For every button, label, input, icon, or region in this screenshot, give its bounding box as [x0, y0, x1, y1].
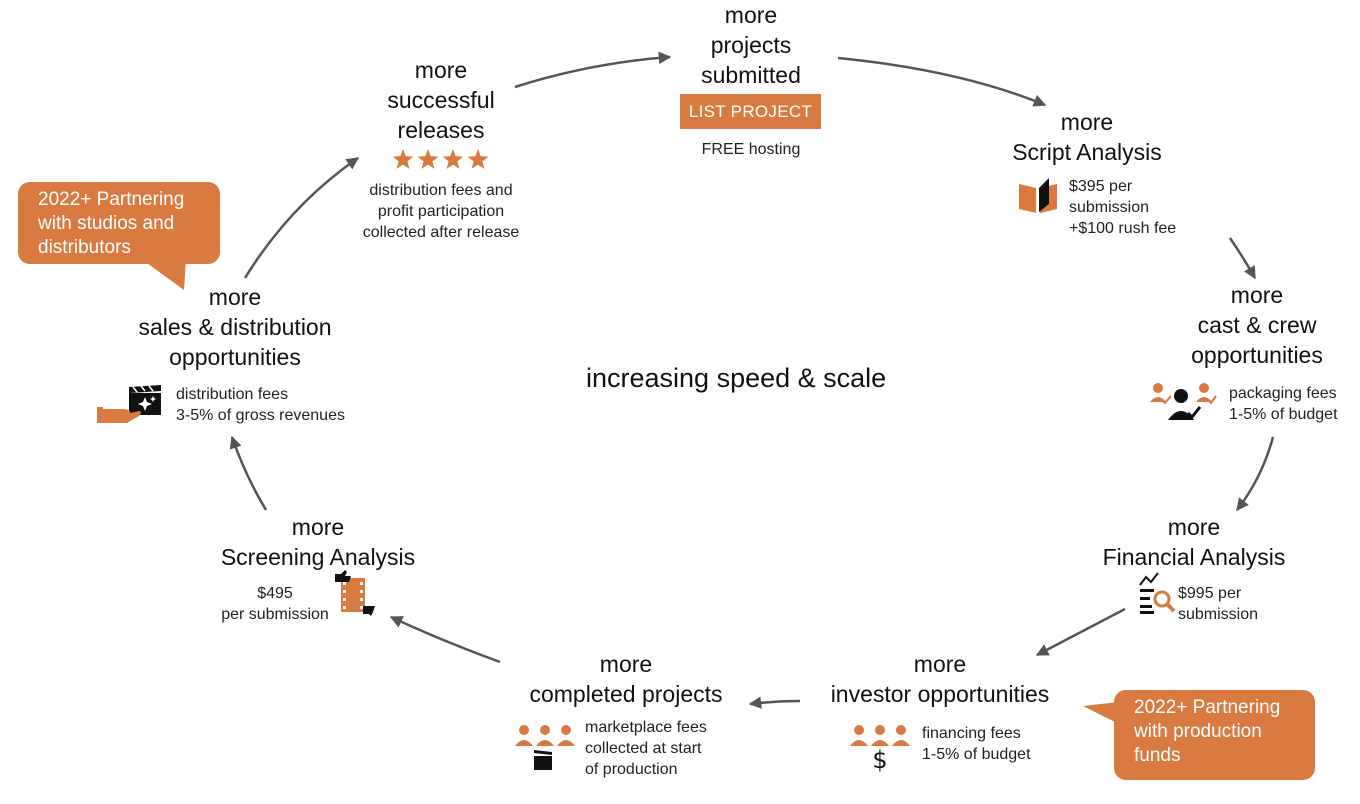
arrow-projects-to-script [837, 56, 1047, 107]
callout-funds-line-2: with production [1134, 721, 1262, 742]
cast-head-line-1: more [1230, 282, 1284, 308]
arrow-completed-to-screening [389, 615, 501, 664]
releases-head-line-3: releases [397, 117, 485, 143]
arrow-sales-to-releases [243, 156, 360, 279]
investor-head-line-1: more [913, 651, 967, 677]
investor-group-dollar-icon: $ [850, 725, 910, 774]
projects-node-heading: more projects submitted [651, 0, 851, 90]
investor-head-line-2: investor opportunities [830, 681, 1050, 707]
callout-studios-line-2: with studios and [38, 213, 175, 234]
investor-note: financing fees 1-5% of budget [922, 723, 1031, 765]
script-note-line-3: +$100 rush fee [1069, 220, 1177, 237]
arrow-releases-to-projects [514, 51, 672, 89]
star-icon [392, 149, 414, 169]
sales-head-line-3: opportunities [169, 344, 301, 370]
completed-note-line-3: of production [585, 761, 678, 778]
screening-note: $495 per submission [195, 583, 355, 625]
completed-node-heading: more completed projects [496, 649, 756, 709]
star-icon [442, 149, 464, 169]
film-thumbs-icon [335, 570, 375, 616]
screening-head-line-1: more [291, 514, 345, 540]
cast-note: packaging fees 1-5% of budget [1229, 383, 1338, 425]
projects-head-line-3: submitted [701, 62, 801, 88]
sales-head-line-1: more [208, 284, 262, 310]
screening-head-line-2: Screening Analysis [220, 544, 416, 570]
script-note-line-1: $395 per [1069, 178, 1133, 195]
callout-studios: 2022+ Partnering with studios and distri… [18, 182, 220, 264]
center-label: increasing speed & scale [586, 363, 887, 393]
releases-note-line-2: profit participation [377, 203, 505, 220]
callout-funds-line-3: funds [1134, 745, 1181, 766]
releases-head-line-2: successful [387, 87, 495, 113]
star-icon [417, 149, 439, 169]
cast-crew-people-icon [1150, 383, 1217, 420]
cast-note-line-2: 1-5% of budget [1229, 406, 1338, 423]
script-node-heading: more Script Analysis [987, 107, 1187, 167]
financial-note-line-1: $995 per [1178, 585, 1242, 602]
script-note: $395 per submission +$100 rush fee [1069, 176, 1176, 239]
arrow-script-to-cast [1228, 237, 1257, 280]
script-head-line-2: Script Analysis [1012, 139, 1162, 165]
cast-head-line-3: opportunities [1191, 342, 1323, 368]
callout-studios-tail [140, 258, 186, 290]
financial-head-line-1: more [1167, 514, 1221, 540]
completed-head-line-1: more [599, 651, 653, 677]
open-book-icon [1019, 178, 1057, 213]
releases-note-line-1: distribution fees and [369, 182, 513, 199]
investor-node-heading: more investor opportunities [800, 649, 1080, 709]
callout-studios-line-3: distributors [38, 237, 131, 258]
releases-note-line-3: collected after release [362, 224, 520, 241]
star-icon [467, 149, 489, 169]
financial-note-line-2: submission [1178, 606, 1259, 623]
sales-node-heading: more sales & distribution opportunities [115, 282, 355, 372]
team-clapperboard-icon [515, 725, 575, 770]
script-head-line-1: more [1060, 109, 1114, 135]
callout-studios-line-1: 2022+ Partnering [38, 189, 185, 210]
sales-note: distribution fees 3-5% of gross revenues [176, 384, 345, 426]
financial-head-line-2: Financial Analysis [1102, 544, 1286, 570]
arrow-financial-to-investor [1035, 607, 1126, 657]
four-stars-icon [392, 149, 489, 169]
hand-clapperboard-icon [97, 385, 161, 423]
completed-note-line-1: marketplace fees [585, 719, 707, 736]
screening-note-line-2: per submission [221, 606, 329, 623]
arrow-cast-to-financial [1236, 436, 1275, 511]
sales-note-line-1: distribution fees [176, 386, 289, 403]
callout-funds: 2022+ Partnering with production funds [1114, 690, 1315, 780]
screening-note-line-1: $495 [257, 585, 293, 602]
releases-note: distribution fees and profit participati… [331, 180, 551, 243]
arrow-investor-to-completed [748, 696, 801, 709]
cast-node-heading: more cast & crew opportunities [1157, 280, 1357, 370]
financial-analysis-icon [1139, 572, 1176, 614]
cast-head-line-2: cast & crew [1197, 312, 1317, 338]
investor-note-line-1: financing fees [922, 725, 1021, 742]
callout-funds-tail [1083, 702, 1119, 724]
list-project-button[interactable]: LIST PROJECT [680, 94, 821, 129]
sales-note-line-2: 3-5% of gross revenues [176, 407, 345, 424]
financial-note: $995 per submission [1178, 583, 1258, 625]
completed-note-line-2: collected at start [585, 740, 702, 757]
releases-head-line-1: more [414, 57, 468, 83]
completed-note: marketplace fees collected at start of p… [585, 717, 707, 780]
completed-head-line-2: completed projects [529, 681, 723, 707]
screening-node-heading: more Screening Analysis [198, 512, 438, 572]
arrow-screening-to-sales [229, 435, 268, 511]
projects-head-line-1: more [724, 2, 778, 28]
releases-node-heading: more successful releases [341, 55, 541, 145]
projects-note: FREE hosting [701, 141, 801, 158]
callout-funds-line-1: 2022+ Partnering [1134, 697, 1281, 718]
svg-text:$: $ [872, 746, 887, 774]
sales-head-line-2: sales & distribution [138, 314, 332, 340]
cast-note-line-1: packaging fees [1229, 385, 1337, 402]
investor-note-line-2: 1-5% of budget [922, 746, 1031, 763]
script-note-line-2: submission [1069, 199, 1150, 216]
financial-node-heading: more Financial Analysis [1074, 512, 1314, 572]
projects-head-line-2: projects [710, 32, 792, 58]
